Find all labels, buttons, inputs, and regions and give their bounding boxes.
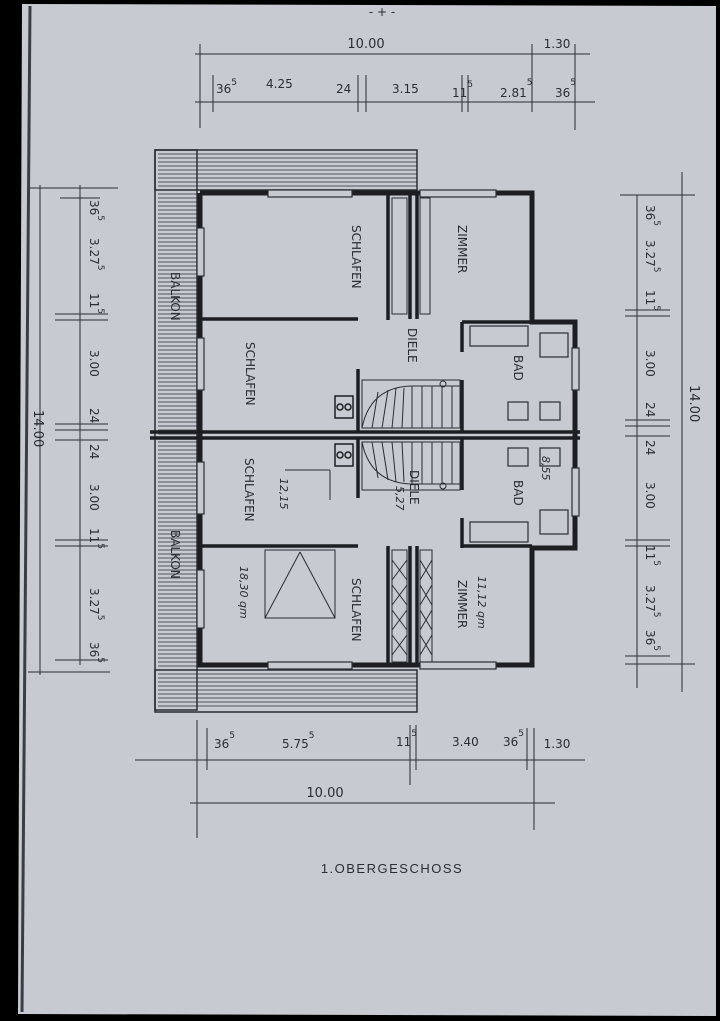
handwritten-area-notes: 12,15 5,27 8,55 18,30 qm 11,12 qm bbox=[237, 456, 552, 629]
paper-left-edge bbox=[20, 5, 32, 1013]
svg-text:24: 24 bbox=[336, 82, 351, 96]
bottom-overall-dimension: 10.00 bbox=[306, 786, 343, 801]
top-mark: - + - bbox=[369, 5, 395, 19]
room-label-diele-bottom: DIELE bbox=[407, 470, 421, 505]
staircase-bottom bbox=[361, 441, 461, 491]
svg-text:115: 115 bbox=[87, 293, 105, 314]
svg-text:3.275: 3.275 bbox=[643, 240, 661, 272]
svg-text:365: 365 bbox=[555, 78, 576, 100]
paper-sheet bbox=[18, 4, 716, 1016]
svg-text:3.40: 3.40 bbox=[452, 735, 479, 749]
bottom-dimension-lines bbox=[135, 720, 585, 838]
right-dimension-lines bbox=[620, 172, 695, 692]
room-label-balkon-top: BALKON bbox=[168, 272, 182, 321]
room-label-zimmer-top: ZIMMER bbox=[455, 225, 469, 273]
svg-text:115: 115 bbox=[396, 729, 417, 749]
svg-text:4.25: 4.25 bbox=[266, 77, 293, 91]
svg-text:24: 24 bbox=[643, 440, 657, 455]
svg-text:5.755: 5.755 bbox=[282, 731, 314, 751]
handwritten-area-diele: 5,27 bbox=[393, 486, 406, 511]
svg-text:24: 24 bbox=[87, 408, 101, 423]
svg-text:14.00: 14.00 bbox=[30, 410, 45, 447]
bathroom-fixtures-top bbox=[469, 325, 569, 421]
chimney-shafts bbox=[334, 395, 354, 467]
svg-text:115: 115 bbox=[643, 545, 661, 566]
right-overall-dimension: 14.00 bbox=[686, 385, 701, 422]
window-frames bbox=[196, 189, 580, 670]
svg-text:3.15: 3.15 bbox=[392, 82, 419, 96]
balcony-left-outline bbox=[154, 149, 198, 711]
staircase-top bbox=[361, 379, 461, 429]
right-segment-dimensions: 365 3.275 115 3.00 24 24 3.00 115 3.275 … bbox=[643, 205, 661, 651]
svg-text:24: 24 bbox=[643, 402, 657, 417]
top-dimension-lines bbox=[195, 44, 595, 130]
room-labels: SCHLAFEN ZIMMER BALKON SCHLAFEN DIELE BA… bbox=[168, 225, 525, 642]
top-segment-dimensions: 365 4.25 24 3.15 115 2.815 365 bbox=[216, 77, 576, 100]
wardrobe-cabinets bbox=[391, 197, 433, 663]
svg-text:365: 365 bbox=[503, 729, 524, 749]
bathroom-fixtures-bottom bbox=[469, 447, 569, 543]
room-label-zimmer-bottom: ZIMMER bbox=[455, 580, 469, 628]
svg-text:365: 365 bbox=[643, 205, 661, 226]
room-label-schlafen-mid: SCHLAFEN bbox=[242, 458, 256, 522]
bottom-overhang-dimension: 1.30 bbox=[544, 737, 571, 751]
balcony-bottom-outline bbox=[154, 669, 418, 713]
room-label-diele-top: DIELE bbox=[405, 328, 419, 363]
svg-text:3.00: 3.00 bbox=[87, 484, 101, 511]
svg-text:365: 365 bbox=[216, 78, 237, 96]
svg-text:365: 365 bbox=[214, 731, 235, 751]
left-segment-dimensions: 365 3.275 115 3.00 24 24 3.00 115 3.275 … bbox=[87, 200, 105, 663]
svg-text:365: 365 bbox=[87, 642, 105, 663]
svg-text:365: 365 bbox=[87, 200, 105, 221]
room-label-bad-bottom: BAD bbox=[511, 480, 525, 506]
svg-text:14.00: 14.00 bbox=[686, 385, 701, 422]
svg-text:3.00: 3.00 bbox=[643, 482, 657, 509]
svg-text:3.275: 3.275 bbox=[87, 238, 105, 270]
bed-sketch bbox=[264, 469, 336, 619]
room-label-schlafen-bottom: SCHLAFEN bbox=[349, 578, 363, 642]
room-label-bad-top: BAD bbox=[511, 355, 525, 381]
floor-plan-caption: 1.OBERGESCHOSS bbox=[321, 861, 463, 876]
handwritten-area-schlafen-mid: 12,15 bbox=[277, 478, 290, 510]
svg-text:115: 115 bbox=[643, 290, 661, 311]
top-overall-dimension: 10.00 bbox=[347, 37, 384, 52]
svg-text:3.00: 3.00 bbox=[643, 350, 657, 377]
svg-text:3.275: 3.275 bbox=[643, 585, 661, 617]
balcony-hatching bbox=[158, 153, 417, 707]
handwritten-area-bad: 8,55 bbox=[539, 456, 552, 481]
room-label-schlafen-top-right: SCHLAFEN bbox=[349, 225, 363, 289]
top-overhang-dimension: 1.30 bbox=[544, 37, 571, 51]
room-label-schlafen-top-left: SCHLAFEN bbox=[243, 342, 257, 406]
left-overall-dimension: 14.00 bbox=[30, 410, 45, 447]
svg-text:3.275: 3.275 bbox=[87, 588, 105, 620]
window-openings bbox=[196, 189, 579, 669]
handwritten-area-zimmer-bottom: 11,12 qm bbox=[475, 576, 488, 629]
svg-text:115: 115 bbox=[87, 528, 105, 549]
interior-walls bbox=[150, 193, 580, 665]
left-dimension-lines bbox=[28, 185, 118, 675]
svg-text:365: 365 bbox=[643, 630, 661, 651]
room-label-balkon-bottom: BALKON bbox=[168, 530, 182, 579]
svg-text:3.00: 3.00 bbox=[87, 350, 101, 377]
handwritten-area-schlafen-bottom: 18,30 qm bbox=[237, 566, 250, 619]
bottom-segment-dimensions: 365 5.755 115 3.40 365 bbox=[214, 729, 524, 751]
svg-text:24: 24 bbox=[87, 444, 101, 459]
svg-text:115: 115 bbox=[452, 80, 473, 100]
svg-text:2.815: 2.815 bbox=[500, 78, 532, 100]
